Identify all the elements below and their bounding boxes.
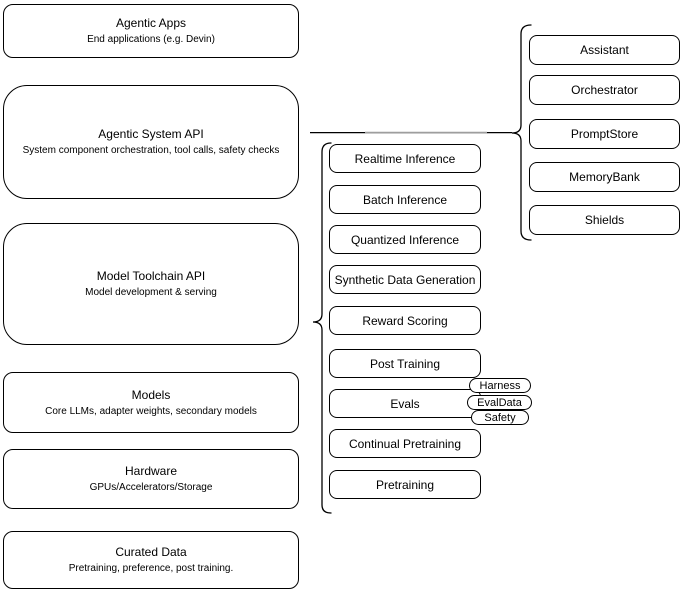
node-continual-pretraining: Continual Pretraining xyxy=(329,429,481,458)
node-evals: Evals xyxy=(329,389,481,418)
node-label: Batch Inference xyxy=(362,192,448,207)
node-post-training: Post Training xyxy=(329,349,481,378)
node-title: Agentic Apps xyxy=(115,16,187,30)
node-curated-data: Curated Data Pretraining, preference, po… xyxy=(3,531,299,589)
node-title: Curated Data xyxy=(115,545,187,559)
node-quantized-inference: Quantized Inference xyxy=(329,225,481,254)
tag-harness: Harness xyxy=(469,378,531,393)
toolchain-group-brace xyxy=(312,142,332,514)
node-label: Reward Scoring xyxy=(362,313,448,328)
node-promptstore: PromptStore xyxy=(529,119,680,149)
node-label: Orchestrator xyxy=(571,83,638,97)
node-subtitle: Pretraining, preference, post training. xyxy=(68,563,234,574)
node-memorybank: MemoryBank xyxy=(529,162,680,192)
node-realtime-inference: Realtime Inference xyxy=(329,144,481,173)
node-label: PromptStore xyxy=(570,127,639,141)
node-title: Models xyxy=(131,387,171,402)
node-title: Model Toolchain API xyxy=(96,269,206,283)
tag-label: Safety xyxy=(484,411,516,424)
node-label: Post Training xyxy=(369,356,441,371)
node-shields: Shields xyxy=(529,205,680,235)
node-agentic-apps: Agentic Apps End applications (e.g. Devi… xyxy=(3,4,299,58)
tag-label: Harness xyxy=(479,379,521,392)
node-label: Pretraining xyxy=(375,477,435,492)
node-title: Agentic System API xyxy=(98,127,204,141)
tag-label: EvalData xyxy=(477,396,522,409)
node-label: Synthetic Data Generation xyxy=(334,272,476,287)
node-pretraining: Pretraining xyxy=(329,470,481,499)
node-synthetic-data-generation: Synthetic Data Generation xyxy=(329,265,481,294)
node-hardware: Hardware GPUs/Accelerators/Storage xyxy=(3,449,299,509)
node-subtitle: End applications (e.g. Devin) xyxy=(87,34,215,45)
node-title: Hardware xyxy=(124,464,178,478)
node-subtitle: Model development & serving xyxy=(85,287,217,298)
system-group-brace xyxy=(511,24,532,241)
node-label: Realtime Inference xyxy=(354,151,456,166)
node-subtitle: GPUs/Accelerators/Storage xyxy=(89,482,213,493)
tag-evaldata: EvalData xyxy=(467,395,532,410)
tag-safety: Safety xyxy=(471,410,529,425)
node-label: Assistant xyxy=(580,43,629,57)
node-label: Shields xyxy=(584,213,625,227)
node-assistant: Assistant xyxy=(529,35,680,65)
node-label: MemoryBank xyxy=(569,170,640,184)
node-orchestrator: Orchestrator xyxy=(529,75,680,105)
node-reward-scoring: Reward Scoring xyxy=(329,306,481,335)
node-agentic-system-api: Agentic System API System component orch… xyxy=(3,85,299,199)
node-label: Evals xyxy=(390,396,420,411)
node-subtitle: System component orchestration, tool cal… xyxy=(22,145,280,156)
node-model-toolchain-api: Model Toolchain API Model development & … xyxy=(3,223,299,345)
node-subtitle: Core LLMs, adapter weights, secondary mo… xyxy=(45,405,257,417)
node-label: Quantized Inference xyxy=(350,232,460,247)
node-batch-inference: Batch Inference xyxy=(329,185,481,214)
node-label: Continual Pretraining xyxy=(348,436,462,451)
node-models: Models Core LLMs, adapter weights, secon… xyxy=(3,372,299,433)
